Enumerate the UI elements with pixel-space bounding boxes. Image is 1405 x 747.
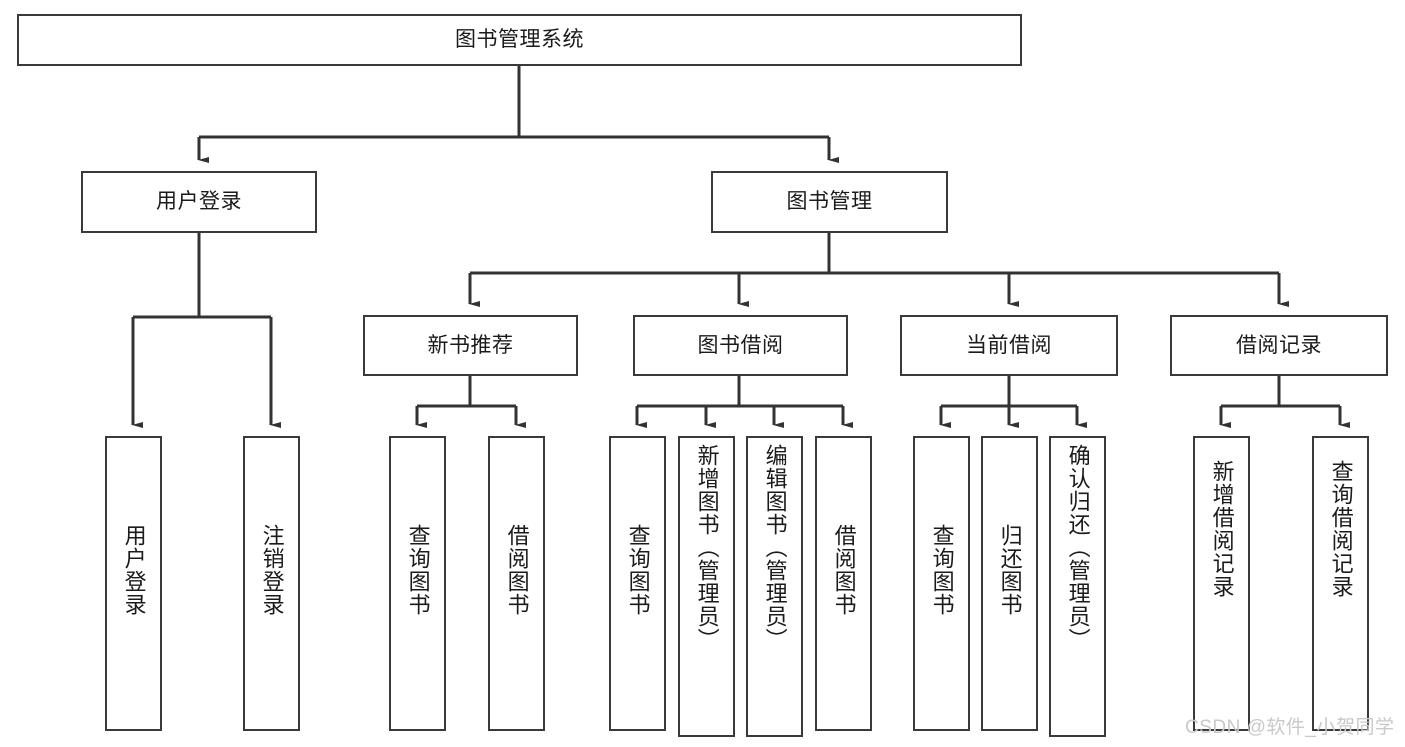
node-user-login-label: 用户登录: [156, 190, 242, 214]
node-book-management-label: 图书管理: [786, 190, 873, 214]
leaf-query-borrow-record-label: 查询借阅记录: [1328, 460, 1354, 598]
leaf-logout[interactable]: 注销登录: [243, 436, 300, 731]
leaf-edit-book-admin[interactable]: 编辑图书（管理员）: [746, 436, 803, 737]
node-current-borrow[interactable]: 当前借阅: [900, 315, 1118, 376]
node-borrow-records[interactable]: 借阅记录: [1170, 315, 1388, 376]
node-borrow-records-label: 借阅记录: [1236, 333, 1322, 357]
node-book-management[interactable]: 图书管理: [711, 171, 948, 233]
leaf-edit-book-admin-label: 编辑图书（管理员）: [762, 444, 788, 651]
leaf-query-books-borrow-label: 查询图书: [625, 524, 651, 616]
leaf-add-book-admin[interactable]: 新增图书（管理员）: [678, 436, 735, 737]
node-current-borrow-label: 当前借阅: [966, 333, 1052, 357]
leaf-query-books-recommend[interactable]: 查询图书: [389, 436, 446, 731]
leaf-user-login[interactable]: 用户登录: [105, 436, 162, 731]
node-book-borrow[interactable]: 图书借阅: [633, 315, 848, 376]
node-user-login[interactable]: 用户登录: [81, 171, 317, 233]
leaf-user-login-label: 用户登录: [121, 524, 147, 616]
leaf-add-borrow-record-label: 新增借阅记录: [1209, 460, 1235, 598]
leaf-confirm-return-admin-label: 确认归还（管理员）: [1065, 444, 1091, 651]
leaf-logout-label: 注销登录: [259, 524, 285, 616]
leaf-confirm-return-admin[interactable]: 确认归还（管理员）: [1049, 436, 1106, 737]
leaf-return-books[interactable]: 归还图书: [981, 436, 1038, 731]
watermark: CSDN @软件_小贺同学: [1185, 717, 1395, 738]
node-root[interactable]: 图书管理系统: [17, 14, 1022, 66]
leaf-query-books-current-label: 查询图书: [929, 524, 955, 616]
node-root-label: 图书管理系统: [455, 28, 584, 52]
leaf-borrow-books-recommend-label: 借阅图书: [504, 524, 530, 616]
leaf-add-book-admin-label: 新增图书（管理员）: [694, 444, 720, 651]
leaf-query-books-borrow[interactable]: 查询图书: [609, 436, 666, 731]
leaf-query-books-current[interactable]: 查询图书: [913, 436, 970, 731]
node-new-book-recommend[interactable]: 新书推荐: [363, 315, 578, 376]
node-book-borrow-label: 图书借阅: [697, 333, 784, 357]
leaf-query-borrow-record[interactable]: 查询借阅记录: [1312, 436, 1369, 731]
leaf-borrow-books-recommend[interactable]: 借阅图书: [488, 436, 545, 731]
leaf-borrow-books[interactable]: 借阅图书: [815, 436, 872, 731]
leaf-borrow-books-label: 借阅图书: [831, 524, 857, 616]
node-new-book-recommend-label: 新书推荐: [427, 333, 514, 357]
leaf-query-books-recommend-label: 查询图书: [405, 524, 431, 616]
leaf-return-books-label: 归还图书: [997, 524, 1023, 616]
leaf-add-borrow-record[interactable]: 新增借阅记录: [1193, 436, 1250, 731]
